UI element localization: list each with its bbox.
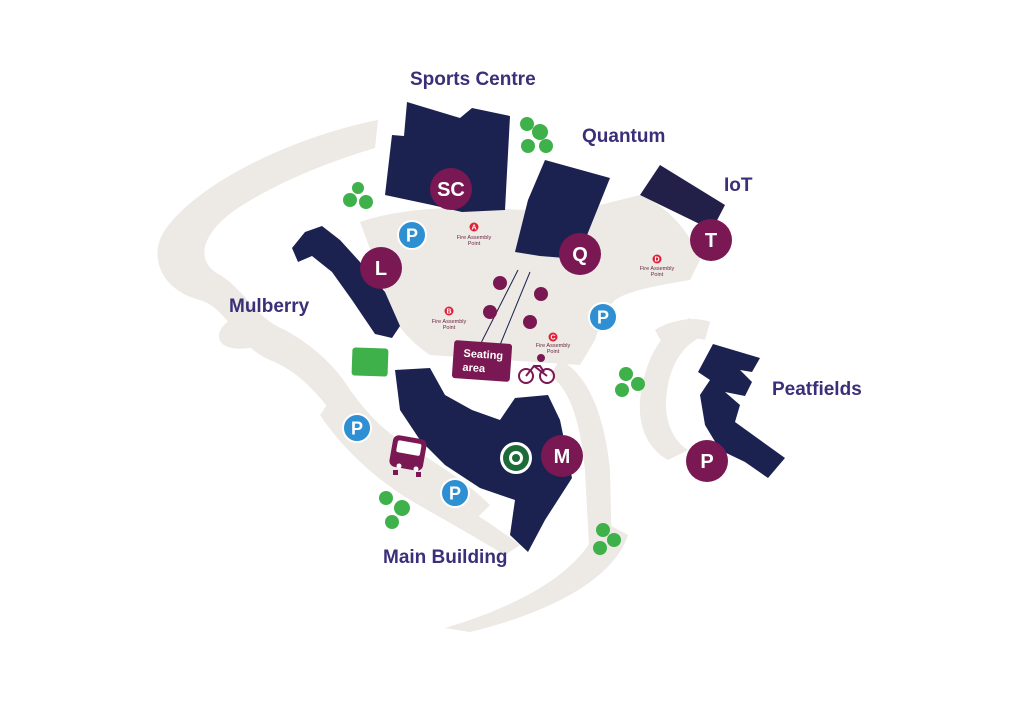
label-mulberry: Mulberry (229, 296, 310, 317)
plaza-dot (534, 287, 548, 301)
svg-text:D: D (654, 257, 659, 264)
parking-marker-west[interactable]: P (342, 413, 372, 443)
tree-icon (520, 117, 553, 153)
tree-icon (379, 491, 410, 529)
plaza-dot (483, 305, 497, 319)
building-library[interactable] (292, 226, 400, 338)
parking-icon: P (351, 419, 363, 439)
parking-marker-north[interactable]: P (397, 220, 427, 250)
plaza-dot (523, 315, 537, 329)
badge-p[interactable]: P (686, 440, 728, 482)
svg-text:P: P (700, 451, 713, 473)
parking-icon: P (406, 226, 418, 246)
parking-marker-south[interactable]: P (440, 478, 470, 508)
fire-assembly-point-icon (469, 222, 479, 232)
seating-area[interactable]: Seating area (451, 340, 513, 382)
fire-assembly-point-a: A Fire Assembly Point (457, 222, 492, 247)
fire-assembly-point-icon (652, 254, 662, 264)
svg-text:Point: Point (651, 272, 664, 278)
fire-assembly-point-icon (548, 332, 558, 342)
svg-text:Q: Q (572, 244, 588, 266)
badge-t[interactable]: T (690, 219, 732, 261)
seating-line1: Seating (463, 348, 503, 363)
bicycle-icon (518, 354, 555, 384)
svg-text:A: A (471, 225, 476, 232)
svg-text:Fire Assembly: Fire Assembly (640, 266, 675, 272)
seating-line2: area (462, 362, 486, 376)
label-sports-centre: Sports Centre (410, 69, 536, 90)
svg-text:Point: Point (547, 349, 560, 355)
svg-text:SC: SC (437, 179, 465, 201)
svg-text:Fire Assembly: Fire Assembly (432, 319, 467, 325)
buildings-layer (292, 102, 785, 552)
fire-assembly-point-d: D Fire Assembly Point (640, 254, 675, 278)
building-main[interactable] (395, 368, 572, 552)
plaza-dot (493, 276, 507, 290)
label-peatfields: Peatfields (772, 379, 862, 400)
lawn (351, 347, 389, 377)
fire-assembly-point-icon (444, 306, 454, 316)
parking-marker-east[interactable]: P (588, 302, 618, 332)
building-sports-centre[interactable] (385, 102, 510, 212)
parking-icon: P (449, 484, 461, 504)
svg-text:C: C (550, 335, 555, 342)
label-iot: IoT (724, 175, 753, 196)
label-quantum: Quantum (582, 126, 665, 147)
plaza-dots (483, 276, 548, 329)
svg-text:L: L (375, 258, 387, 280)
badge-m[interactable]: M (541, 435, 583, 477)
tree-icon (343, 182, 373, 209)
bus-icon (389, 435, 427, 477)
tree-icon (593, 523, 621, 555)
badge-l[interactable]: L (360, 247, 402, 289)
building-iot[interactable] (640, 165, 725, 230)
tree-icon (615, 367, 645, 397)
svg-text:Point: Point (443, 325, 456, 331)
building-quantum[interactable] (515, 160, 610, 265)
svg-text:T: T (705, 230, 717, 252)
parking-icon: P (597, 308, 609, 328)
badge-q[interactable]: Q (559, 233, 601, 275)
fire-assembly-point-c: C Fire Assembly Point (536, 332, 571, 355)
svg-text:M: M (554, 446, 571, 468)
seating-lines (479, 269, 531, 346)
fire-assembly-point-b: B Fire Assembly Point (432, 306, 467, 331)
svg-text:B: B (446, 309, 451, 316)
svg-text:Point: Point (468, 241, 481, 247)
svg-text:Fire Assembly: Fire Assembly (457, 235, 492, 241)
starbucks-logo[interactable] (498, 440, 534, 476)
trees-layer (343, 117, 645, 555)
label-main-building: Main Building (383, 547, 508, 568)
svg-text:Fire Assembly: Fire Assembly (536, 343, 571, 349)
badge-sc[interactable]: SC (430, 168, 472, 210)
